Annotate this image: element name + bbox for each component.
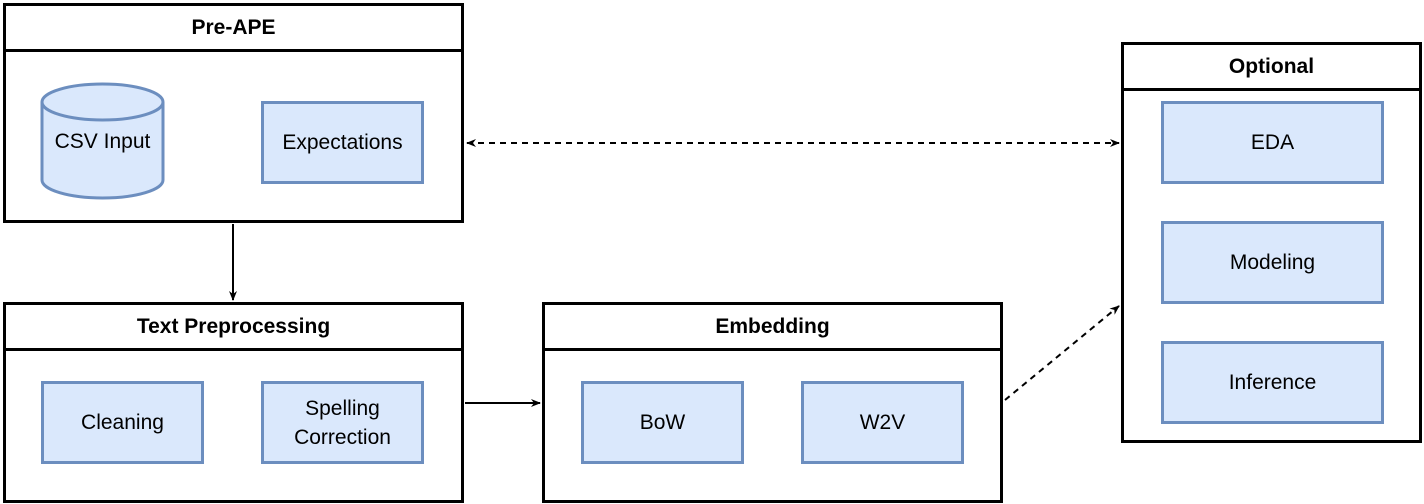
expectations-label: Expectations: [282, 131, 403, 154]
eda-label: EDA: [1250, 131, 1295, 154]
modeling-node: Modeling: [1161, 221, 1384, 304]
bow-node: BoW: [581, 381, 744, 464]
csv-input-label: CSV Input: [54, 130, 151, 153]
inference-node: Inference: [1161, 341, 1384, 424]
bow-label: BoW: [639, 411, 686, 434]
spelling-correction-label: Spelling Correction: [294, 396, 391, 449]
text-preprocessing-title: Text Preprocessing: [6, 305, 461, 351]
embedding-title: Embedding: [545, 305, 1000, 351]
embedding-to-optional-arrow: [1004, 305, 1120, 401]
modeling-label: Modeling: [1229, 251, 1316, 274]
w2v-label: W2V: [859, 411, 906, 434]
eda-node: EDA: [1161, 101, 1384, 184]
inference-label: Inference: [1228, 371, 1317, 394]
spelling-correction-node: Spelling Correction: [261, 381, 424, 464]
pre-ape-title: Pre-APE: [6, 6, 461, 52]
cleaning-node: Cleaning: [41, 381, 204, 464]
csv-input-cylinder: [40, 82, 165, 200]
cleaning-label: Cleaning: [81, 411, 164, 434]
optional-title: Optional: [1124, 45, 1419, 91]
w2v-node: W2V: [801, 381, 964, 464]
expectations-node: Expectations: [261, 101, 424, 184]
